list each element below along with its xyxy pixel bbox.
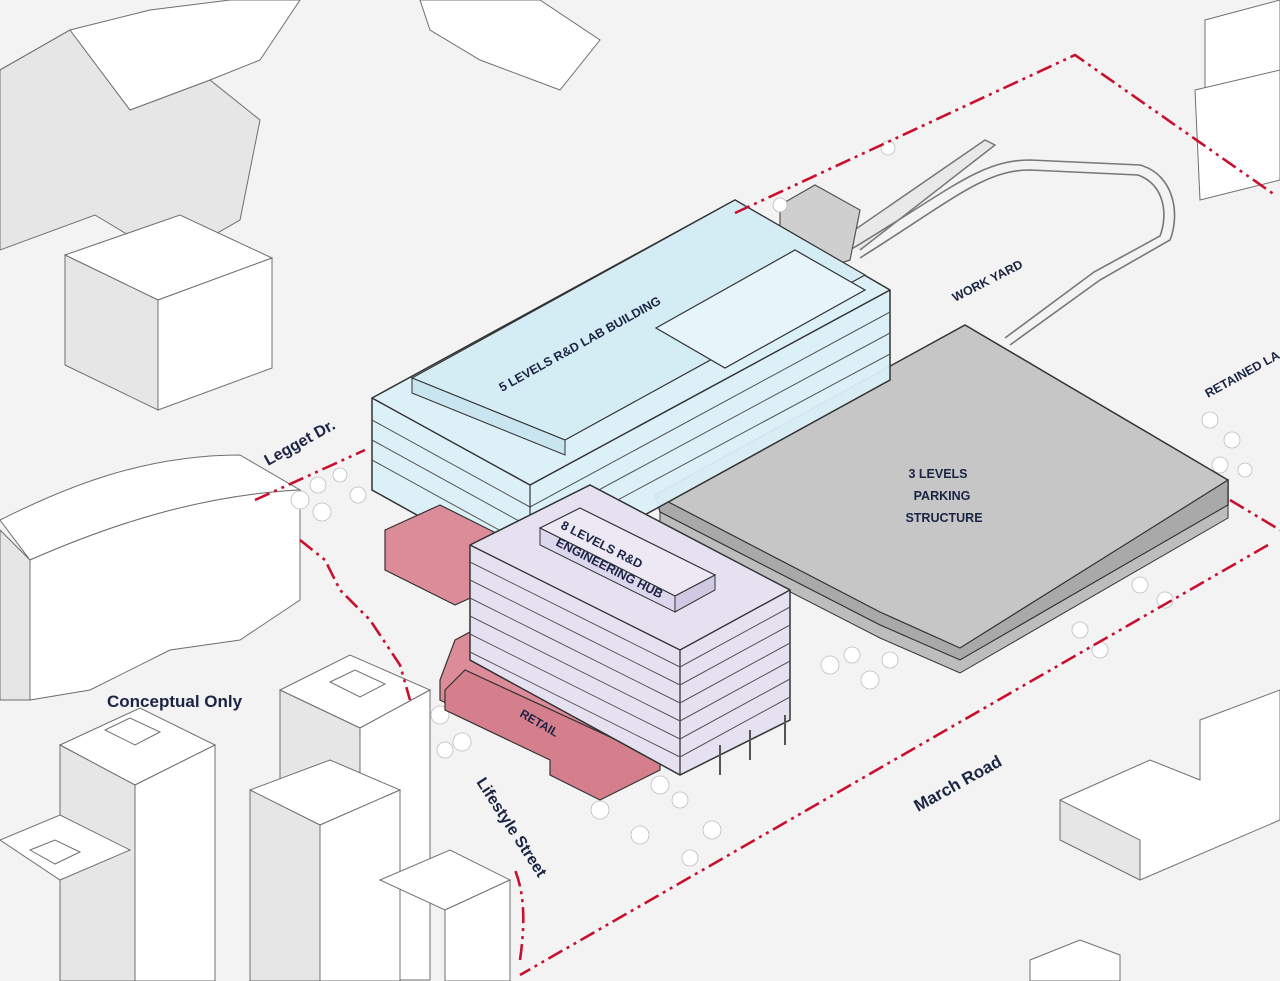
trees <box>290 140 1253 867</box>
parking-label-line1: 3 LEVELS <box>908 467 967 481</box>
parking-label-line3: STRUCTURE <box>905 511 982 525</box>
engineering-hub <box>469 484 791 776</box>
site-boundary <box>254 53 1280 977</box>
conceptual-only-label: Conceptual Only <box>107 692 243 711</box>
context-building-top-left <box>0 0 601 261</box>
context-building-curved <box>0 454 302 701</box>
lab-building <box>371 199 891 579</box>
context-building-cube <box>63 214 274 411</box>
parking-label-line2: PARKING <box>914 489 971 503</box>
context-building-right <box>1029 0 1280 981</box>
context-building-lower-left <box>0 707 512 981</box>
